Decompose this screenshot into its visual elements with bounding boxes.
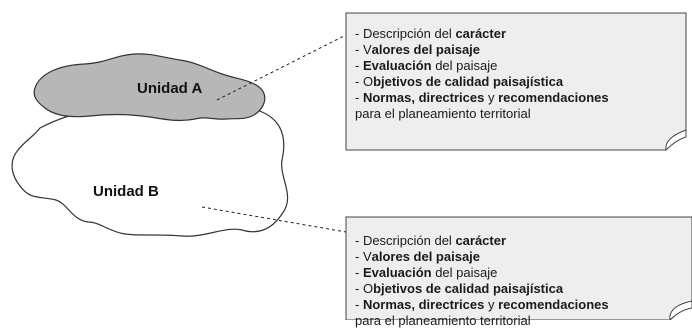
note-bold-run: carácter <box>455 26 507 41</box>
note-card-a-curl <box>665 129 687 152</box>
note-bold-run: alores del paisaje <box>371 249 481 264</box>
note-run: del paisaje <box>431 265 498 280</box>
note-line: - Evaluación del paisaje <box>355 58 609 74</box>
note-run: del paisaje <box>431 58 498 73</box>
unit-b-label: Unidad B <box>93 183 159 200</box>
note-line: - Descripción del carácter <box>355 26 609 42</box>
note-run: - <box>355 265 363 280</box>
note-bold-run: recomendaciones <box>498 297 609 312</box>
note-run: y <box>484 90 499 105</box>
note-run: - <box>355 90 363 105</box>
unit-a-region <box>33 53 266 122</box>
note-bold-run: recomendaciones <box>498 90 609 105</box>
note-run: para el planeamiento territorial <box>355 313 531 328</box>
note-line: - Descripción del carácter <box>355 233 609 249</box>
note-run: - Descripción del <box>355 233 456 248</box>
note-line: para el planeamiento territorial <box>355 313 609 329</box>
note-run: para el planeamiento territorial <box>355 106 531 121</box>
note-card-b-curl <box>669 300 692 320</box>
unit-b-region <box>11 104 289 237</box>
note-line: - Objetivos de calidad paisajística <box>355 74 609 90</box>
note-a-text: - Descripción del carácter- Valores del … <box>355 26 609 122</box>
leader-line-b <box>201 206 347 233</box>
note-run: - <box>355 297 363 312</box>
note-bold-run: Evaluación <box>362 58 432 73</box>
note-bold-run: bjetivos de calidad paisajística <box>373 281 564 296</box>
note-line: - Normas, directrices y recomendaciones <box>355 90 609 106</box>
note-bold-run: Evaluación <box>362 265 432 280</box>
note-line: - Evaluación del paisaje <box>355 265 609 281</box>
note-line: - Normas, directrices y recomendaciones <box>355 297 609 313</box>
note-bold-run: Normas, directrices <box>362 90 485 105</box>
note-run: y <box>484 297 499 312</box>
note-run: - O <box>355 281 374 296</box>
note-line: - Objetivos de calidad paisajística <box>355 281 609 297</box>
note-bold-run: bjetivos de calidad paisajística <box>373 74 564 89</box>
note-run: - V <box>355 249 372 264</box>
note-line: - Valores del paisaje <box>355 249 609 265</box>
note-bold-run: Normas, directrices <box>362 297 485 312</box>
note-run: - V <box>355 42 372 57</box>
note-bold-run: alores del paisaje <box>371 42 481 57</box>
note-bold-run: carácter <box>455 233 507 248</box>
note-run: - Descripción del <box>355 26 456 41</box>
note-run: - O <box>355 74 374 89</box>
note-run: - <box>355 58 363 73</box>
note-line: - Valores del paisaje <box>355 42 609 58</box>
note-b-text: - Descripción del carácter- Valores del … <box>355 233 609 329</box>
landscape-units-diagram <box>11 12 692 320</box>
unit-a-label: Unidad A <box>137 80 203 97</box>
leader-line-a <box>216 34 347 101</box>
note-line: para el planeamiento territorial <box>355 106 609 122</box>
